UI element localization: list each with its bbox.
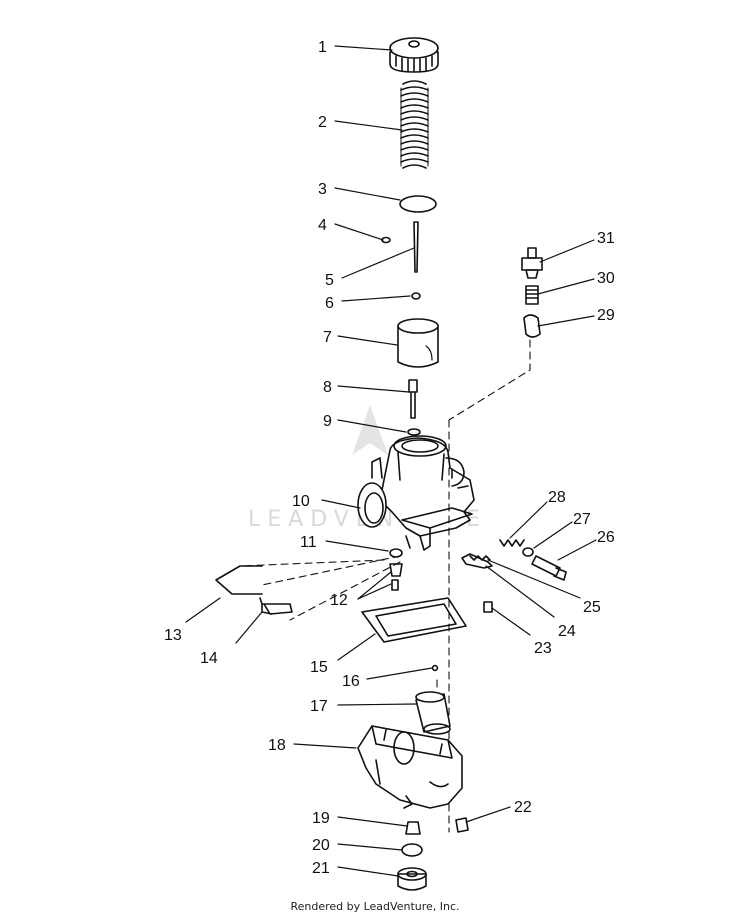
callout-20: 20 <box>312 837 330 854</box>
callout-3: 3 <box>318 181 327 198</box>
callout-19: 19 <box>312 810 330 827</box>
callout-5: 5 <box>325 272 334 289</box>
callout-16: 16 <box>342 673 360 690</box>
part-drain-plug <box>397 867 427 891</box>
callout-1: 1 <box>318 39 327 56</box>
part-drain-screw <box>405 821 421 835</box>
part-stop-washer <box>522 547 534 557</box>
part-jet-needle <box>413 221 419 273</box>
callout-28: 28 <box>548 489 566 506</box>
part-bowl-screw <box>455 817 469 833</box>
part-float-bowl <box>357 725 463 809</box>
callout-12: 12 <box>330 592 348 609</box>
callout-4: 4 <box>318 217 327 234</box>
part-cable-adjuster <box>521 247 543 279</box>
part-throttle-valve <box>397 318 439 368</box>
callout-31: 31 <box>597 230 615 247</box>
callout-2: 2 <box>318 114 327 131</box>
part-spring <box>400 80 429 169</box>
callout-22: 22 <box>514 799 532 816</box>
callout-6: 6 <box>325 295 334 312</box>
part-stop-spring <box>499 539 525 547</box>
callout-7: 7 <box>323 329 332 346</box>
part-carburetor-body <box>357 435 475 551</box>
part-float <box>415 691 451 735</box>
callout-30: 30 <box>597 270 615 287</box>
callout-10: 10 <box>292 493 310 510</box>
callout-11: 11 <box>300 534 317 551</box>
part-o-ring <box>407 428 421 436</box>
footer-credit: Rendered by LeadVenture, Inc. <box>290 900 460 913</box>
part-body-screw <box>483 601 493 613</box>
part-throttle-stop-screw <box>531 555 567 581</box>
callout-29: 29 <box>597 307 615 324</box>
callout-14: 14 <box>200 650 218 667</box>
part-air-screw-spring <box>469 555 491 561</box>
callout-27: 27 <box>573 511 591 528</box>
callout-9: 9 <box>323 413 332 430</box>
callout-15: 15 <box>310 659 328 676</box>
callout-labels: 1 2 3 4 5 6 7 8 9 10 11 12 13 14 15 16 1… <box>164 39 615 877</box>
part-cable-spring <box>525 285 539 305</box>
callout-23: 23 <box>534 640 552 657</box>
callout-24: 24 <box>558 623 576 640</box>
callout-17: 17 <box>310 698 328 715</box>
part-gasket <box>361 597 467 643</box>
callout-13: 13 <box>164 627 182 644</box>
callout-21: 21 <box>312 860 330 877</box>
part-plate <box>399 195 437 213</box>
part-float-pin <box>431 664 439 672</box>
callout-25: 25 <box>583 599 601 616</box>
part-float-bracket <box>215 565 293 615</box>
part-washer <box>411 292 421 300</box>
part-drain-ring <box>401 843 423 857</box>
callout-26: 26 <box>597 529 615 546</box>
part-main-jet <box>389 563 403 591</box>
part-needle-jet <box>408 379 418 419</box>
callout-18: 18 <box>268 737 286 754</box>
part-cap <box>389 37 439 73</box>
leader-lines <box>185 45 597 877</box>
part-cable-cap <box>523 314 541 338</box>
part-air-screw <box>461 553 493 569</box>
callout-8: 8 <box>323 379 332 396</box>
